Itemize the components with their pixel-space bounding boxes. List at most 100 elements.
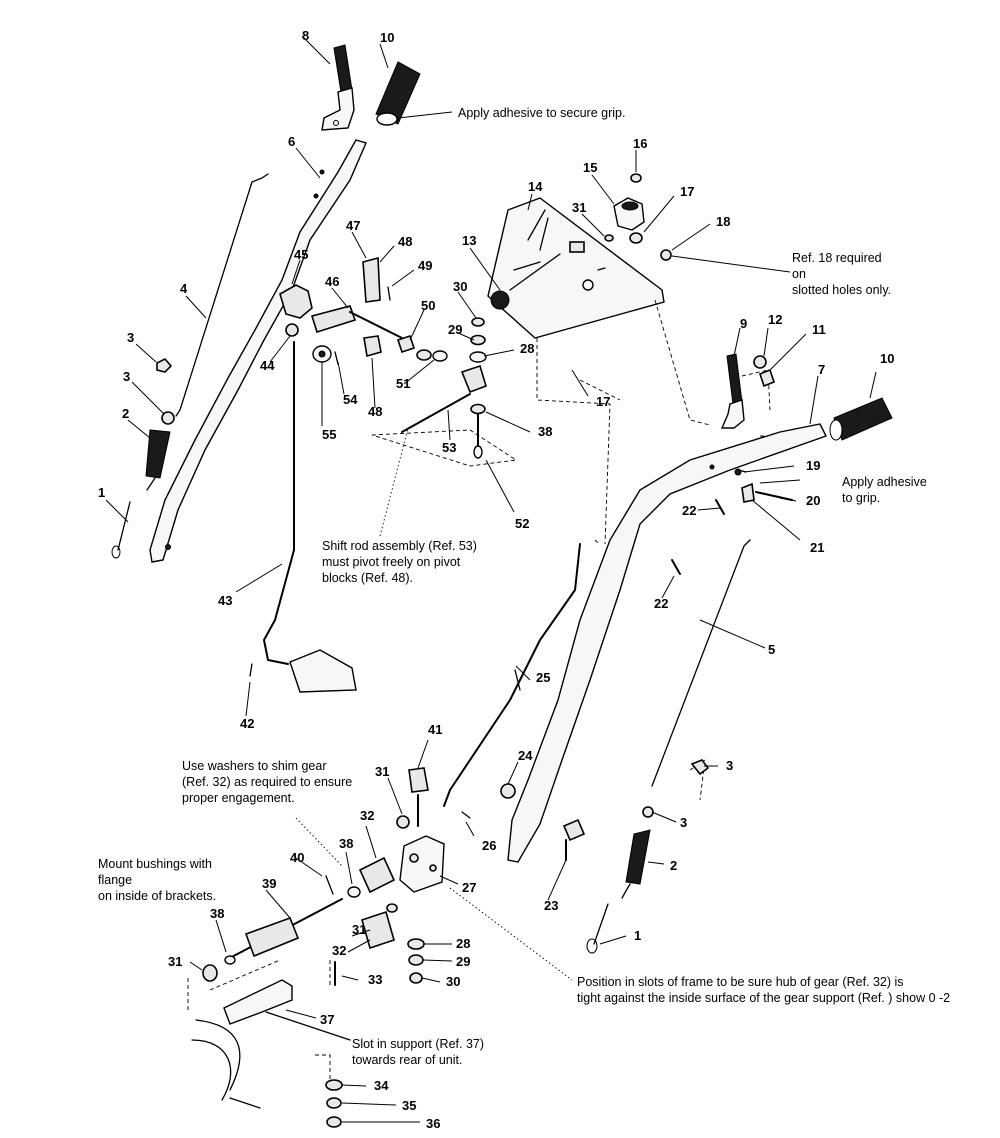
lower-shift-rod xyxy=(443,543,581,819)
callout-c48b: 48 xyxy=(368,404,382,419)
callout-c41: 41 xyxy=(428,722,442,737)
frame-outline xyxy=(191,1019,261,1109)
handle-grip-right xyxy=(829,397,893,441)
callout-c37: 37 xyxy=(320,1012,334,1027)
note-ref18-line3: slotted holes only. xyxy=(792,283,891,297)
callout-c6: 6 xyxy=(288,134,295,149)
callout-c13: 13 xyxy=(462,233,476,248)
callout-c49: 49 xyxy=(418,258,432,273)
callout-c2b: 2 xyxy=(670,858,677,873)
callout-c40: 40 xyxy=(290,850,304,865)
callout-c28b: 28 xyxy=(456,936,470,951)
callout-c10b: 10 xyxy=(880,351,894,366)
callout-c52: 52 xyxy=(515,516,529,531)
callout-c1b: 1 xyxy=(634,928,641,943)
callout-c14: 14 xyxy=(528,179,543,194)
callout-c31c: 31 xyxy=(168,954,182,969)
callout-c32a: 32 xyxy=(360,808,374,823)
callout-c50: 50 xyxy=(421,298,435,313)
callout-c31d: 31 xyxy=(352,922,366,937)
callout-c7: 7 xyxy=(818,362,825,377)
callout-c26: 26 xyxy=(482,838,496,853)
assembly-notes: Apply adhesive to secure grip. Ref. 18 r… xyxy=(98,106,950,1067)
gear-lower xyxy=(334,903,425,986)
callout-c46: 46 xyxy=(325,274,339,289)
callout-c38c: 38 xyxy=(210,906,224,921)
callout-c53: 53 xyxy=(442,440,456,455)
note-position-line1: Position in slots of frame to be sure hu… xyxy=(577,975,904,989)
callout-c17a: 17 xyxy=(680,184,694,199)
callout-c16: 16 xyxy=(633,136,647,151)
gear-support-bracket xyxy=(396,767,445,893)
cable-left xyxy=(175,173,269,417)
callout-c12: 12 xyxy=(768,312,782,327)
callout-c31a: 31 xyxy=(572,200,586,215)
upper-handle-left xyxy=(149,139,367,563)
note-bushing-line2: flange xyxy=(98,873,132,887)
shift-rod xyxy=(249,341,357,693)
callout-c32b: 32 xyxy=(332,943,346,958)
callout-c44: 44 xyxy=(260,358,275,373)
callout-c51: 51 xyxy=(396,376,410,391)
callout-c27: 27 xyxy=(462,880,476,895)
note-washer-line3: proper engagement. xyxy=(182,791,295,805)
callout-c29b: 29 xyxy=(456,954,470,969)
callout-c15: 15 xyxy=(583,160,597,175)
callout-c45: 45 xyxy=(294,247,308,262)
note-ref18-line2: on xyxy=(792,267,806,281)
callout-c3b: 3 xyxy=(123,369,130,384)
leader-18 xyxy=(671,255,791,273)
callout-c30b: 30 xyxy=(446,974,460,989)
callout-c39: 39 xyxy=(262,876,276,891)
callout-c8: 8 xyxy=(302,28,309,43)
callout-c17b: 17 xyxy=(596,394,610,409)
callout-c3a: 3 xyxy=(127,330,134,345)
note-bushing-line1: Mount bushings with xyxy=(98,857,212,871)
callout-c22a: 22 xyxy=(682,503,696,518)
callout-c30a: 30 xyxy=(453,279,467,294)
callout-c3c: 3 xyxy=(726,758,733,773)
callout-c21: 21 xyxy=(810,540,824,555)
callout-c20: 20 xyxy=(806,493,820,508)
bolts-right xyxy=(671,355,793,575)
shift-assembly xyxy=(279,256,518,467)
note-adhesive-grip: Apply adhesive to secure grip. xyxy=(458,106,625,120)
callout-c24: 24 xyxy=(518,748,533,763)
callout-c47: 47 xyxy=(346,218,360,233)
callout-c25: 25 xyxy=(536,670,550,685)
callout-c3d: 3 xyxy=(680,815,687,830)
upper-handle-right xyxy=(507,423,827,863)
callout-c55: 55 xyxy=(322,427,336,442)
cable-right xyxy=(586,539,751,954)
note-slot-line2: towards rear of unit. xyxy=(352,1053,462,1067)
hardware-stack xyxy=(325,1079,343,1128)
note-adhesive-line2: to grip. xyxy=(842,491,880,505)
callout-c48a: 48 xyxy=(398,234,412,249)
leader-lines xyxy=(105,35,877,1123)
callout-c38b: 38 xyxy=(339,836,353,851)
callout-c1a: 1 xyxy=(98,485,105,500)
callout-c10a: 10 xyxy=(380,30,394,45)
callout-c23: 23 xyxy=(544,898,558,913)
callout-c18: 18 xyxy=(716,214,730,229)
callout-c5: 5 xyxy=(768,642,775,657)
callout-c33: 33 xyxy=(368,972,382,987)
knob-assembly xyxy=(604,173,672,261)
bolts-lower xyxy=(500,783,586,861)
handle-grip-left xyxy=(375,61,421,126)
callout-c35: 35 xyxy=(402,1098,416,1113)
callout-c31b: 31 xyxy=(375,764,389,779)
callout-c2a: 2 xyxy=(122,406,129,421)
callout-c19: 19 xyxy=(806,458,820,473)
note-adhesive-line1: Apply adhesive xyxy=(842,475,927,489)
callout-c38a: 38 xyxy=(538,424,552,439)
callout-c54: 54 xyxy=(343,392,358,407)
note-slot-line1: Slot in support (Ref. 37) xyxy=(352,1037,484,1051)
callout-c22b: 22 xyxy=(654,596,668,611)
callout-c29a: 29 xyxy=(448,322,462,337)
note-ref18-line1: Ref. 18 required xyxy=(792,251,882,265)
note-washer-line2: (Ref. 32) as required to ensure xyxy=(182,775,352,789)
